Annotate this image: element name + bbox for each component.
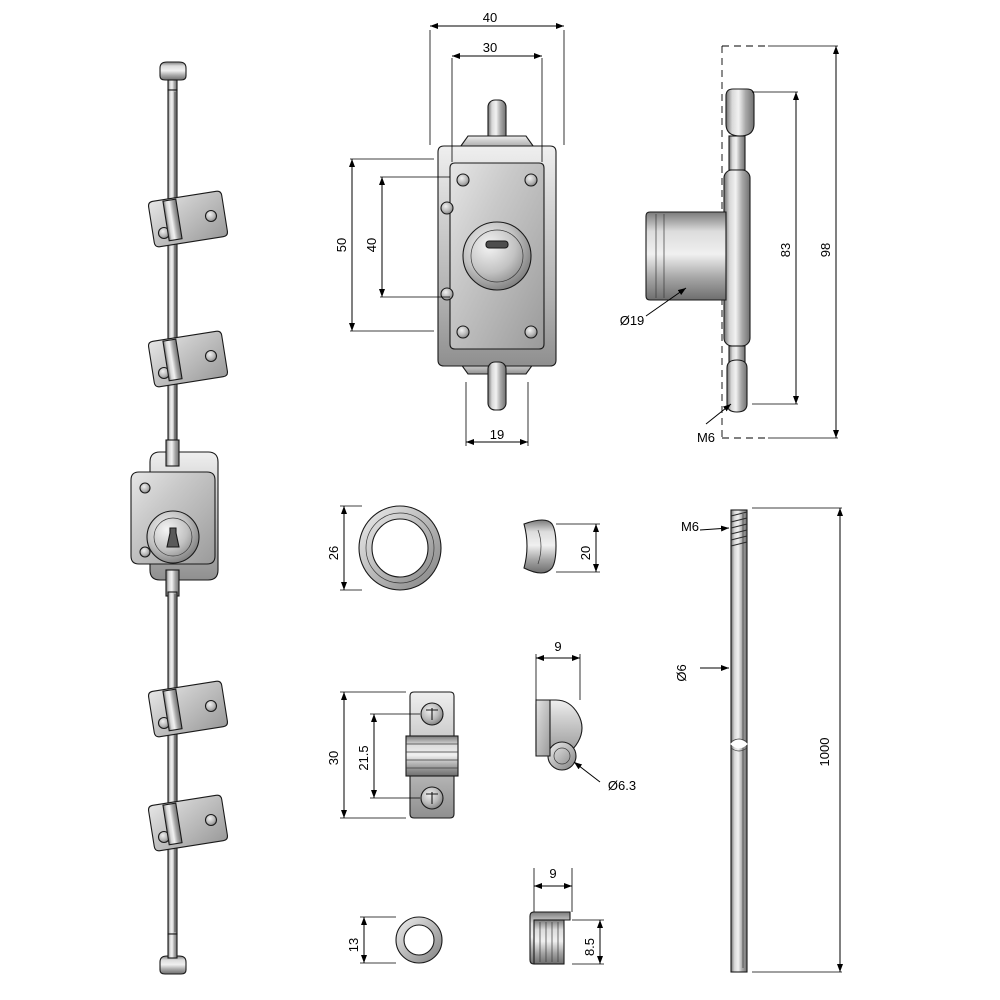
dim-bush-depth-85	[572, 919, 604, 965]
assembly-bracket-2	[147, 330, 229, 388]
dim-lock-width-40	[429, 23, 565, 145]
assembly-bottom-cap	[159, 933, 187, 975]
label-40-top: 40	[483, 10, 497, 25]
bush-knurl	[539, 922, 559, 962]
view-assembly-elevation	[130, 61, 229, 975]
assembly-bracket-3	[147, 680, 229, 738]
label-50: 50	[334, 238, 349, 252]
label-26: 26	[326, 546, 341, 560]
leader-hole-63	[573, 761, 601, 783]
label-1000: 1000	[817, 738, 832, 767]
view-ring	[358, 505, 442, 591]
dim-lock-depth-19	[465, 382, 529, 446]
keyhole-slot	[485, 240, 509, 249]
view-guide-bracket	[405, 691, 459, 819]
leader-m6	[705, 403, 732, 425]
dim-lock-height-50	[349, 158, 434, 332]
dim-lock-height-40	[379, 176, 450, 298]
view-lock-body-front	[437, 99, 557, 411]
lock-screw-tr	[524, 173, 538, 187]
dim-side-98	[768, 45, 839, 439]
label-13: 13	[346, 938, 361, 952]
assembly-top-cap	[159, 61, 187, 91]
view-bush-side	[529, 911, 571, 965]
lock-bottom-bolt	[487, 361, 507, 411]
leader-rod-m6	[699, 525, 730, 532]
lock-screw-bl	[456, 325, 470, 339]
leader-diameter-19	[645, 287, 687, 317]
view-rod	[730, 509, 748, 973]
label-83: 83	[778, 243, 793, 257]
dim-lock-width-30	[451, 53, 543, 162]
side-top-bolt	[725, 88, 755, 137]
lock-screw-tl	[456, 173, 470, 187]
dim-side-83	[752, 91, 799, 405]
assembly-lower-rod	[167, 591, 178, 935]
view-bush-front	[395, 916, 443, 964]
dim-bush-13	[360, 916, 396, 964]
label-19: 19	[490, 427, 504, 442]
dim-ring-26	[340, 505, 362, 591]
dim-bracket-21-5	[370, 713, 420, 799]
label-8-5: 8.5	[582, 938, 597, 956]
bracket-hole	[547, 741, 577, 771]
assembly-upper-rod	[167, 89, 178, 451]
side-cylinder-barrel	[645, 211, 727, 301]
rod-thread-hatch	[730, 511, 748, 547]
label-rod-diameter: Ø6	[674, 664, 689, 681]
label-40-side: 40	[364, 238, 379, 252]
dim-bracket-width-9	[535, 654, 581, 700]
dim-bush-width-9	[533, 868, 573, 912]
label-21-5: 21.5	[356, 745, 371, 770]
label-rod-m6: M6	[681, 519, 699, 534]
label-30-bracket: 30	[326, 751, 341, 765]
lock-cylinder	[462, 221, 532, 291]
view-bracket-side	[535, 699, 583, 771]
lock-screw-ml	[440, 201, 454, 215]
lock-screw-mr	[440, 287, 454, 301]
label-30: 30	[483, 40, 497, 55]
view-lock-body-side	[645, 45, 766, 439]
dim-cap-20	[556, 523, 600, 573]
dim-bracket-30	[340, 691, 406, 819]
label-9-bracket: 9	[554, 639, 561, 654]
dim-rod-1000	[752, 507, 843, 973]
label-9-bush: 9	[549, 866, 556, 881]
rod-break-symbol	[730, 739, 748, 749]
side-lock-body	[723, 169, 751, 347]
label-diameter-19: Ø19	[620, 313, 645, 328]
assembly-bracket-1	[147, 190, 229, 248]
assembly-lock-body	[130, 439, 219, 597]
view-cap-side	[523, 519, 557, 574]
label-m6-side: M6	[697, 430, 715, 445]
assembly-bracket-4	[147, 794, 229, 852]
label-20: 20	[578, 546, 593, 560]
label-diameter-6-3: Ø6.3	[608, 778, 636, 793]
label-98: 98	[818, 243, 833, 257]
lock-screw-br	[524, 325, 538, 339]
